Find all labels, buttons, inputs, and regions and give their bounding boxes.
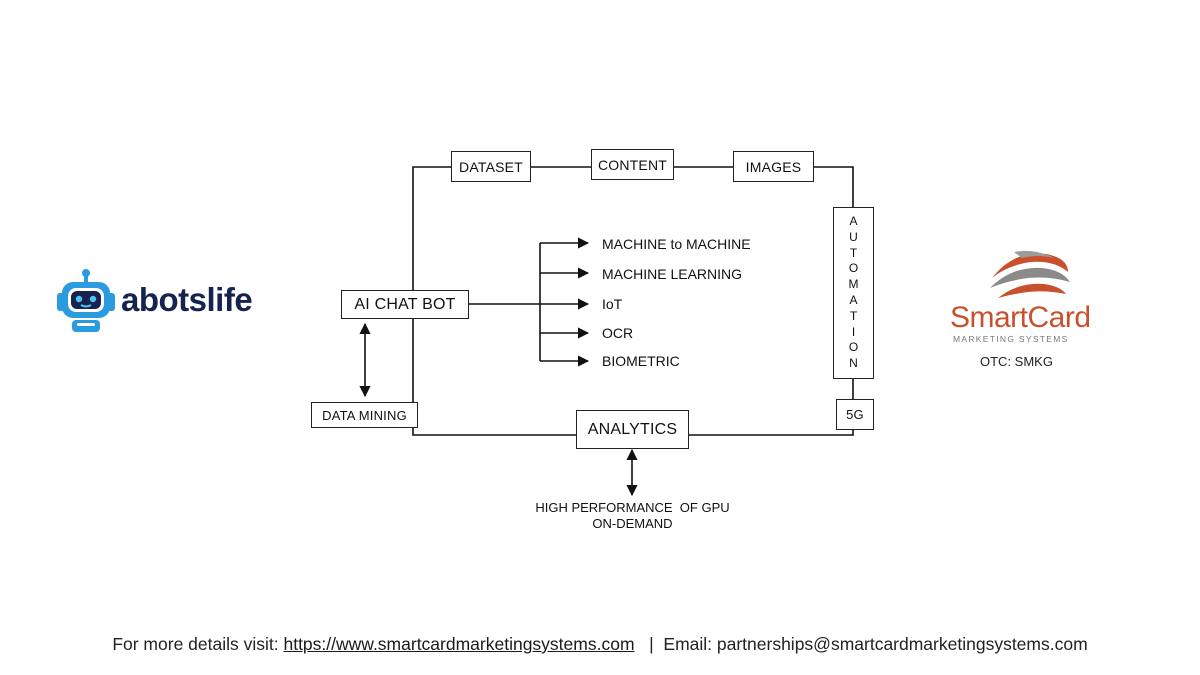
abotslife-logo: abotslife xyxy=(55,267,265,337)
five-g-box: 5G xyxy=(836,399,874,430)
images-box: IMAGES xyxy=(733,151,814,182)
loop-bottom-right xyxy=(689,430,854,436)
branch-label-m2m: MACHINE to MACHINE xyxy=(602,236,751,252)
gpu-caption: HIGH PERFORMANCE OF GPU ON-DEMAND xyxy=(500,500,765,532)
automation-letter: A xyxy=(849,214,858,229)
automation-letter: A xyxy=(849,293,858,307)
footer-prefix: For more details visit: xyxy=(112,634,284,654)
gpu-caption-line1: HIGH PERFORMANCE OF GPU xyxy=(535,500,730,515)
branch-label-iot: IoT xyxy=(602,296,623,312)
analytics-box: ANALYTICS xyxy=(576,410,689,449)
dataset-box: DATASET xyxy=(451,151,531,182)
gpu-caption-line2: ON-DEMAND xyxy=(592,516,673,531)
automation-letter: T xyxy=(849,245,858,260)
branch-label-biometric: BIOMETRIC xyxy=(602,353,680,369)
loop-right-down xyxy=(814,166,854,207)
robot-icon xyxy=(57,269,115,332)
smartcard-logo: SmartCard MARKETING SYSTEMS OTC: SMKG xyxy=(950,248,1110,373)
abotslife-wordmark: abotslife xyxy=(121,281,253,318)
smartcard-globe-icon xyxy=(990,250,1070,298)
ticker-label: OTC: SMKG xyxy=(980,354,1053,369)
automation-letter: O xyxy=(848,340,859,355)
branch-label-ml: MACHINE LEARNING xyxy=(602,266,743,282)
loop-top-line xyxy=(412,166,451,290)
automation-letter: T xyxy=(849,308,858,323)
automation-letter: N xyxy=(849,356,858,371)
website-link[interactable]: https://www.smartcardmarketingsystems.co… xyxy=(283,634,635,654)
footer: For more details visit: https://www.smar… xyxy=(0,634,1200,655)
ai-chat-bot-box: AI CHAT BOT xyxy=(341,290,469,319)
content-box: CONTENT xyxy=(591,149,674,180)
data-mining-box: DATA MINING xyxy=(311,402,418,428)
smartcard-tagline: MARKETING SYSTEMS xyxy=(953,334,1069,344)
automation-letter: M xyxy=(848,277,859,292)
loop-bottom-left xyxy=(412,318,576,436)
footer-separator: | xyxy=(634,634,664,654)
footer-email[interactable]: Email: partnerships@smartcardmarketingsy… xyxy=(663,634,1088,654)
automation-box: A U T O M A T I O N xyxy=(833,207,874,379)
branch-label-ocr: OCR xyxy=(602,325,634,341)
automation-letter: I xyxy=(851,324,856,339)
automation-letter: O xyxy=(848,261,859,276)
automation-letter: U xyxy=(849,229,858,244)
smartcard-wordmark: SmartCard xyxy=(950,301,1091,334)
